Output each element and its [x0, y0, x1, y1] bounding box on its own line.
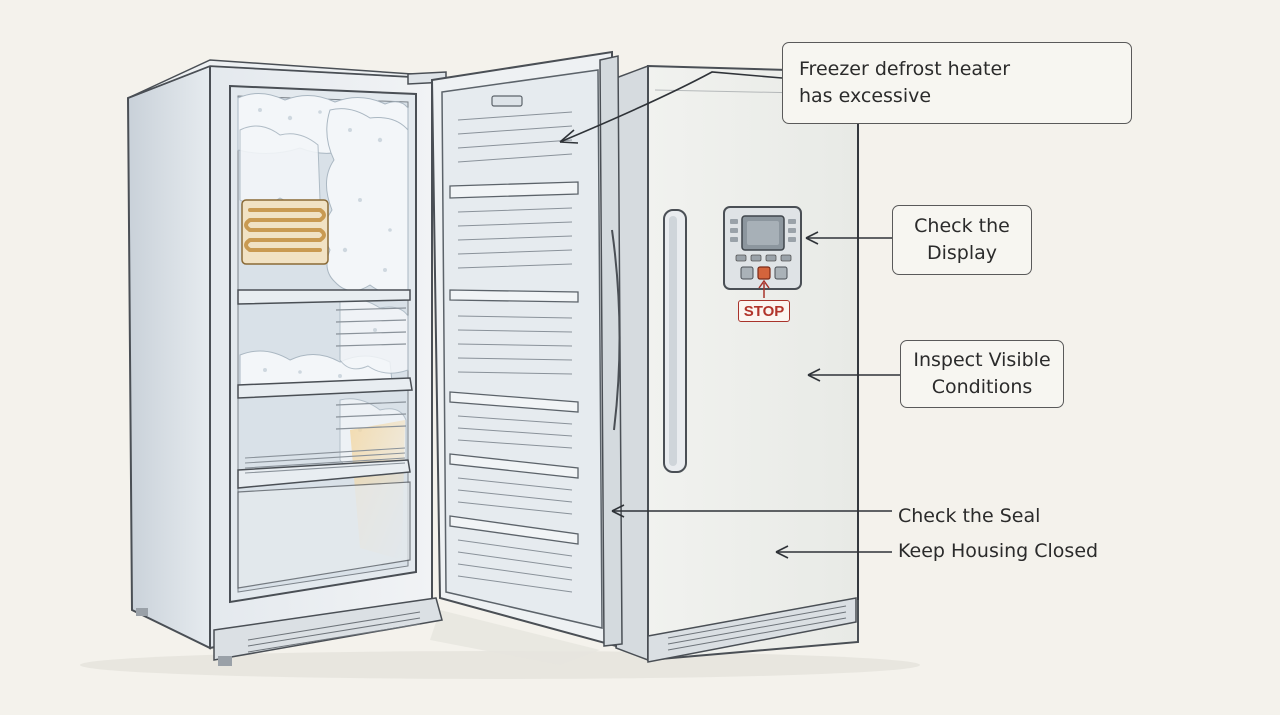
stop-label: STOP [738, 300, 790, 322]
floor-shadow [80, 610, 920, 679]
door-bins [449, 181, 579, 545]
callout-inspect-conditions-line1: Inspect Visible [913, 349, 1051, 371]
callout-defrost-heater-line1: Freezer defrost heater [799, 58, 1011, 80]
leader-lines [559, 71, 900, 600]
bottom-drawer [237, 481, 411, 589]
callout-check-display-line1: Check the [914, 215, 1010, 237]
door-handle [663, 209, 687, 473]
open-door [407, 50, 623, 648]
frost-texture [258, 108, 392, 432]
closed-freezer-unit [615, 64, 859, 663]
callout-check-display-line2: Display [926, 242, 998, 264]
door-liner-slats [457, 111, 573, 593]
stop-button [757, 266, 771, 280]
left-base-grille [136, 597, 443, 666]
control-panel [723, 206, 802, 298]
callout-inspect-conditions: Inspect Visible Conditions [900, 340, 1064, 408]
callout-check-seal: Check the Seal [898, 505, 1041, 527]
callout-keep-housing-closed: Keep Housing Closed [898, 540, 1099, 562]
door-gasket [611, 229, 621, 431]
back-wall-ridges [335, 307, 407, 430]
wire-shelves [237, 289, 413, 489]
right-base-grille [647, 597, 857, 663]
leader-defrost [559, 71, 783, 143]
open-freezer-cabinet [126, 59, 443, 666]
callout-defrost-heater-line2: has excessive [799, 85, 932, 107]
callout-check-display: Check the Display [892, 205, 1032, 275]
callout-defrost-heater: Freezer defrost heater has excessive [782, 42, 1132, 124]
callout-inspect-conditions-line2: Conditions [931, 376, 1033, 398]
arrowhead-defrost [559, 129, 579, 144]
defrost-heater-coil [241, 199, 329, 265]
